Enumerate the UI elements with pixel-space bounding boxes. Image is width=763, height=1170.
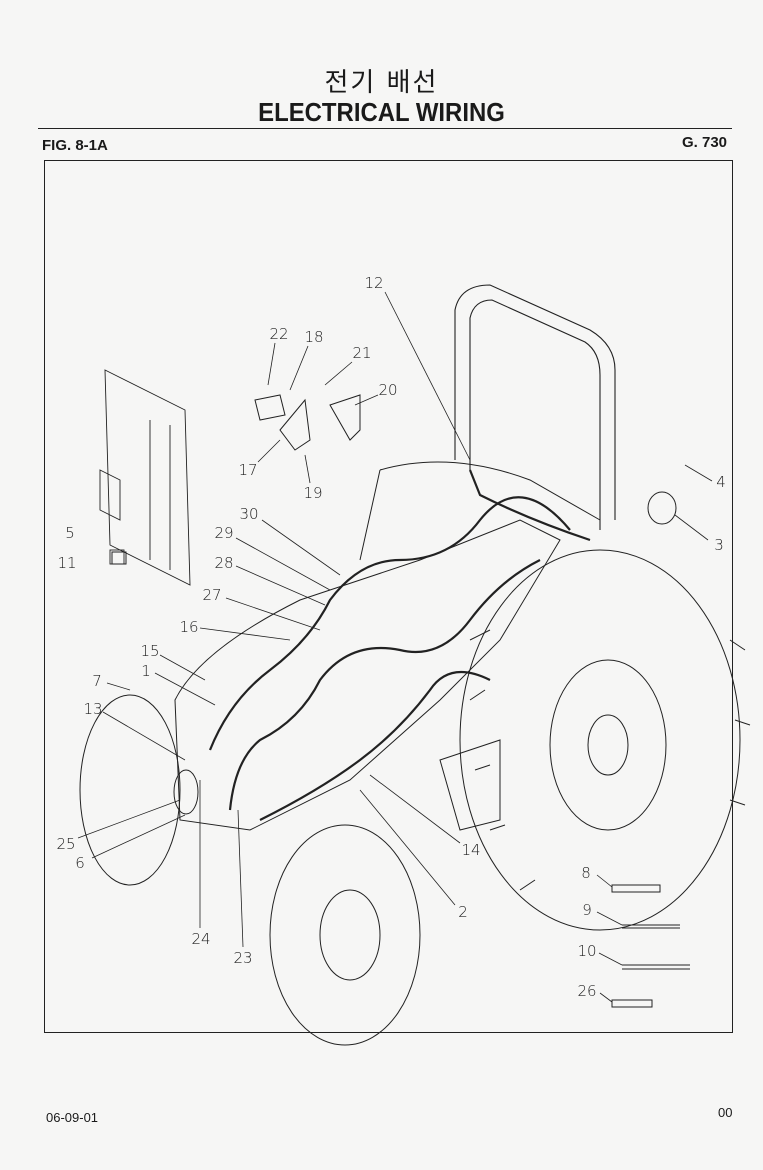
leader-lines: [77, 291, 713, 1003]
callout-23: 23: [233, 949, 253, 967]
page-title: ELECTRICAL WIRING: [258, 97, 505, 127]
callout-15: 15: [140, 642, 160, 660]
footer-date: 06-09-01: [46, 1110, 99, 1125]
page-title-korean: 전기 배선: [324, 68, 439, 98]
callout-1: 1: [141, 662, 151, 680]
small-parts: [111, 394, 690, 1008]
callout-27: 27: [202, 586, 222, 604]
callout-12: 12: [364, 274, 384, 292]
callout-4: 4: [716, 473, 726, 491]
callout-13: 13: [83, 700, 103, 718]
callout-6: 6: [75, 854, 85, 872]
callout-19: 19: [303, 484, 323, 502]
callout-14: 14: [461, 841, 481, 859]
callout-9: 9: [582, 901, 592, 919]
callout-10: 10: [577, 942, 597, 960]
front-wheel: [79, 694, 421, 1046]
header-divider: [38, 128, 732, 129]
callout-8: 8: [581, 864, 591, 882]
callout-25: 25: [56, 835, 76, 853]
callout-20: 20: [378, 381, 398, 399]
diagram-frame: [44, 160, 733, 1033]
callout-16: 16: [179, 618, 199, 636]
wiring-harness: [208, 469, 591, 821]
callout-22: 22: [269, 325, 289, 343]
callout-2: 2: [458, 903, 468, 921]
callout-29: 29: [214, 524, 234, 542]
callout-5: 5: [65, 524, 75, 542]
rops-frame: [454, 284, 616, 530]
footer-page-number: 00: [718, 1105, 733, 1120]
callout-7: 7: [92, 672, 102, 690]
callout-3: 3: [714, 536, 724, 554]
group-number: G. 730: [681, 134, 727, 151]
callout-24: 24: [191, 930, 211, 948]
tractor-body: [174, 461, 601, 831]
rear-wheel: [459, 549, 751, 931]
callout-11: 11: [57, 554, 77, 572]
callout-30: 30: [239, 505, 259, 523]
figure-number: FIG. 8-1A: [42, 137, 108, 154]
callout-17: 17: [238, 461, 258, 479]
callout-18: 18: [304, 328, 324, 346]
callout-21: 21: [352, 344, 372, 362]
callout-26: 26: [577, 982, 597, 1000]
callout-28: 28: [214, 554, 234, 572]
bracket-panel: [99, 369, 191, 586]
